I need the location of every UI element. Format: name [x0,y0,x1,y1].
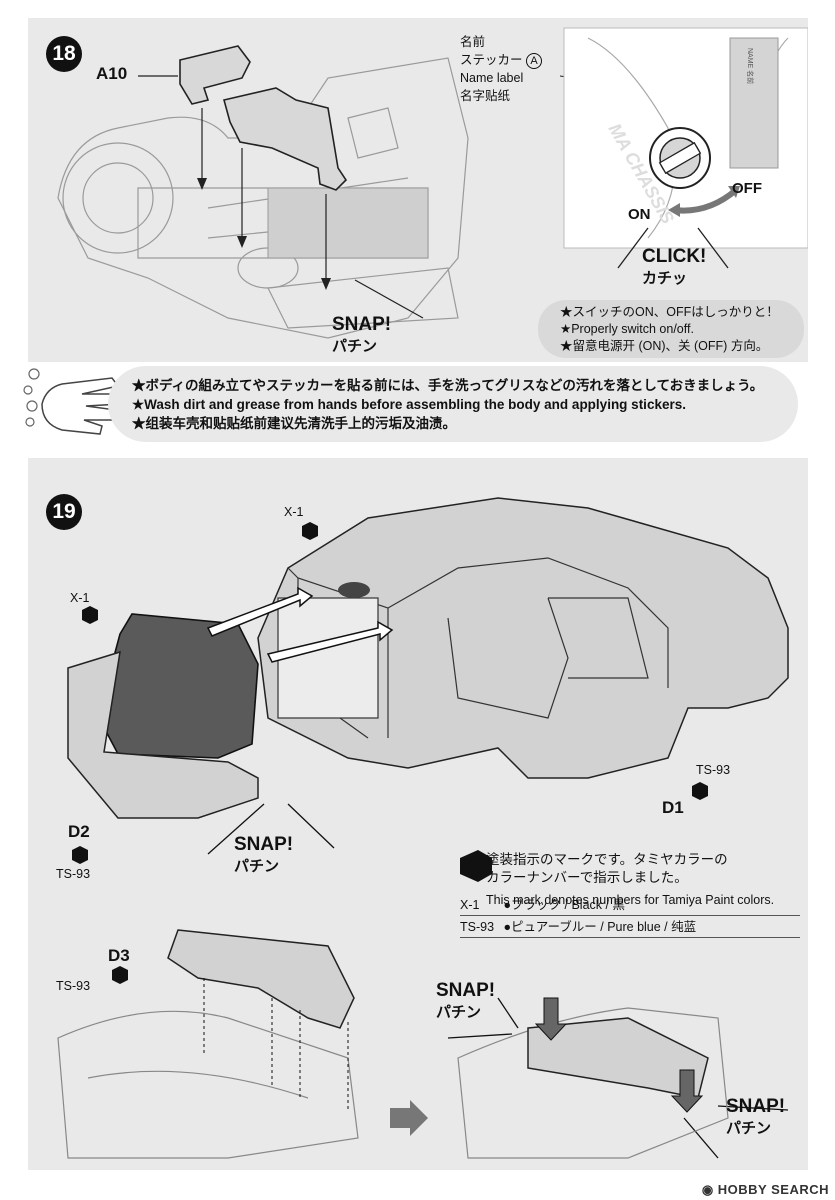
paint-d2: TS-93 [56,867,91,881]
paint-table: X-1 ●ブラック / Black / 黒 TS-93 ●ピュアーブルー / P… [460,894,800,938]
switch-note-cn: ★留意电源开 (ON)、关 (OFF) 方向。 [560,339,769,353]
paint-code: X-1 [460,898,480,912]
step-19-panel: 19 [28,458,808,1170]
sticker-callout-jp2-text: ステッカー [460,53,523,67]
click-en: CLICK! [642,246,707,267]
paint-row: X-1 ●ブラック / Black / 黒 [460,894,800,916]
snap-label-3: SNAP! パチン [726,1096,785,1140]
switch-note-jp: ★スイッチのON、OFFはしっかりと！ [560,305,779,319]
paint-d1: TS-93 [696,763,731,777]
sticker-callout-cn: 名字贴纸 [460,89,511,103]
part-label-d2: D2 [68,822,90,841]
snap-en: SNAP! [332,314,392,335]
sticker-callout-jp: 名前 [460,35,486,49]
step-18-illustration: MA CHASSIS NAME 名前 [57,27,808,358]
handwash-note-en: ★Wash dirt and grease from hands before … [132,397,686,412]
handwash-note: ★ボディの組み立てやステッカーを貼る前には、手を洗ってグリスなどの汚れを落として… [108,366,798,442]
snap2-en: SNAP! [436,980,496,1001]
step-19-illustration [57,497,789,1159]
handwash-note-cn: ★组装车壳和贴贴纸前建议先清洗手上的污垢及油渍。 [132,416,456,431]
sticker-callout-jp2: ステッカー A [460,52,542,69]
paint-row: TS-93 ●ピュアーブルー / Pure blue / 纯蓝 [460,916,800,938]
instruction-sheet: 18 A10 [28,18,808,1170]
switch-note-en: ★Properly switch on/off. [560,322,694,336]
switch-note: ★スイッチのON、OFFはしっかりと！ ★Properly switch on/… [560,304,779,355]
paint-d3: TS-93 [56,979,91,993]
snap-label: SNAP! パチン [234,834,293,878]
paint-name: ●ピュアーブルー / Pure blue / 纯蓝 [503,920,697,934]
click-label: CLICK! カチッ [642,246,706,290]
snap3-en: SNAP! [726,1096,786,1117]
snap-en: SNAP! [234,834,294,855]
watermark-text: HOBBY SEARCH [717,1182,829,1197]
sticker-mark: A [526,53,542,69]
paint-note-jp-2: カラーナンバーで指示しました。 [486,870,688,885]
paint-name: ●ブラック / Black / 黒 [503,898,625,912]
paint-note: 塗装指示のマークです。タミヤカラーの カラーナンバーで指示しました。 This … [486,851,774,909]
handwash-note-jp: ★ボディの組み立てやステッカーを貼る前には、手を洗ってグリスなどの汚れを落として… [132,378,764,393]
paint-note-jp-1: 塗装指示のマークです。タミヤカラーの [486,852,728,867]
part-label-a10: A10 [96,64,128,83]
snap3-jp: パチン [726,1120,772,1137]
paint-note-en: This mark denotes numbers for Tamiya Pai… [486,893,775,907]
snap-jp: パチン [234,858,280,875]
paint-code: TS-93 [460,920,495,934]
click-jp: カチッ [642,270,688,287]
snap-label-2: SNAP! パチン [436,980,495,1024]
step-number: 18 [46,36,82,72]
watermark-icon: ◉ [701,1182,714,1197]
part-label-d3: D3 [108,946,130,965]
part-label-d1: D1 [662,798,684,817]
paint-top: X-1 [284,505,304,519]
paint-rear: X-1 [70,591,90,605]
step-18-panel: 18 A10 [28,18,808,362]
snap2-jp: パチン [436,1004,482,1021]
switch-off-label: OFF [732,180,762,197]
snap-label: SNAP! パチン [332,314,391,358]
sticker-callout-en: Name label [460,71,524,85]
name-label-text: NAME 名前 [746,48,755,84]
switch-on-label: ON [628,206,651,223]
watermark: ◉ HOBBY SEARCH [702,1182,829,1198]
snap-jp: パチン [332,338,378,355]
step-number: 19 [46,494,82,530]
